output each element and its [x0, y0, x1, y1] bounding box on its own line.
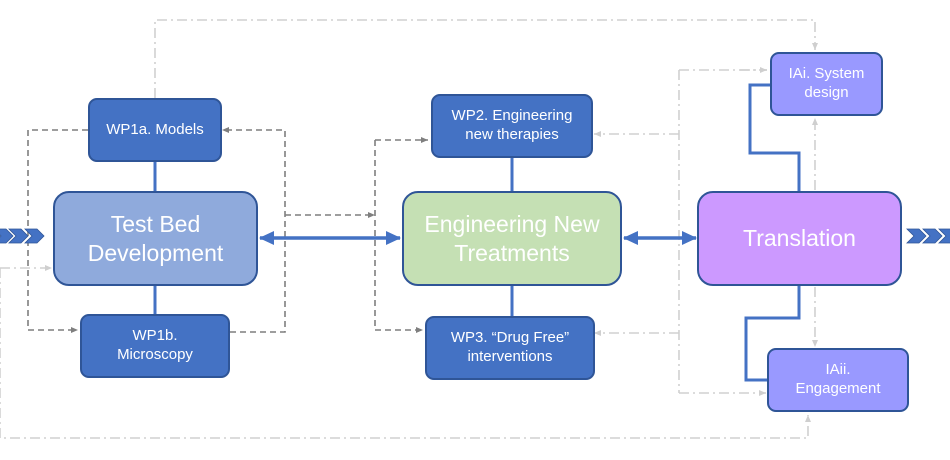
node-wp2-engineering-new-therapies[interactable]: WP2. Engineering new therapies	[431, 94, 593, 158]
node-label: WP3. “Drug Free” interventions	[450, 329, 570, 365]
loop-bottom-to-iaii	[0, 268, 811, 439]
node-iaii-engagement[interactable]: IAii. Engagement	[767, 348, 909, 412]
chevron-left-icon	[0, 228, 45, 244]
node-label: WP2. Engineering new therapies	[451, 107, 573, 143]
node-wp1a-models[interactable]: WP1a. Models	[88, 98, 222, 162]
node-label: IAii. Engagement	[795, 361, 881, 397]
node-translation[interactable]: Translation	[697, 191, 902, 286]
node-test-bed-development[interactable]: Test Bed Development	[53, 191, 258, 286]
node-engineering-new-treatments[interactable]: Engineering New Treatments	[402, 191, 622, 286]
chevron-right-icon	[906, 228, 950, 244]
iai-translation-connector	[748, 83, 801, 192]
node-label: WP1b. Microscopy	[117, 327, 193, 363]
node-label: WP1a. Models	[106, 120, 204, 138]
node-label: IAi. System design	[788, 65, 865, 101]
node-label: Engineering New Treatments	[424, 210, 600, 266]
node-label: Translation	[743, 225, 856, 252]
node-wp1b-microscopy[interactable]: WP1b. Microscopy	[80, 314, 230, 378]
node-label: Test Bed Development	[87, 210, 224, 266]
node-iai-system-design[interactable]: IAi. System design	[770, 52, 883, 116]
translation-iaii-connector	[744, 285, 801, 382]
loop-top-to-iai	[154, 19, 818, 98]
node-wp3-drug-free-interventions[interactable]: WP3. “Drug Free” interventions	[425, 316, 595, 380]
